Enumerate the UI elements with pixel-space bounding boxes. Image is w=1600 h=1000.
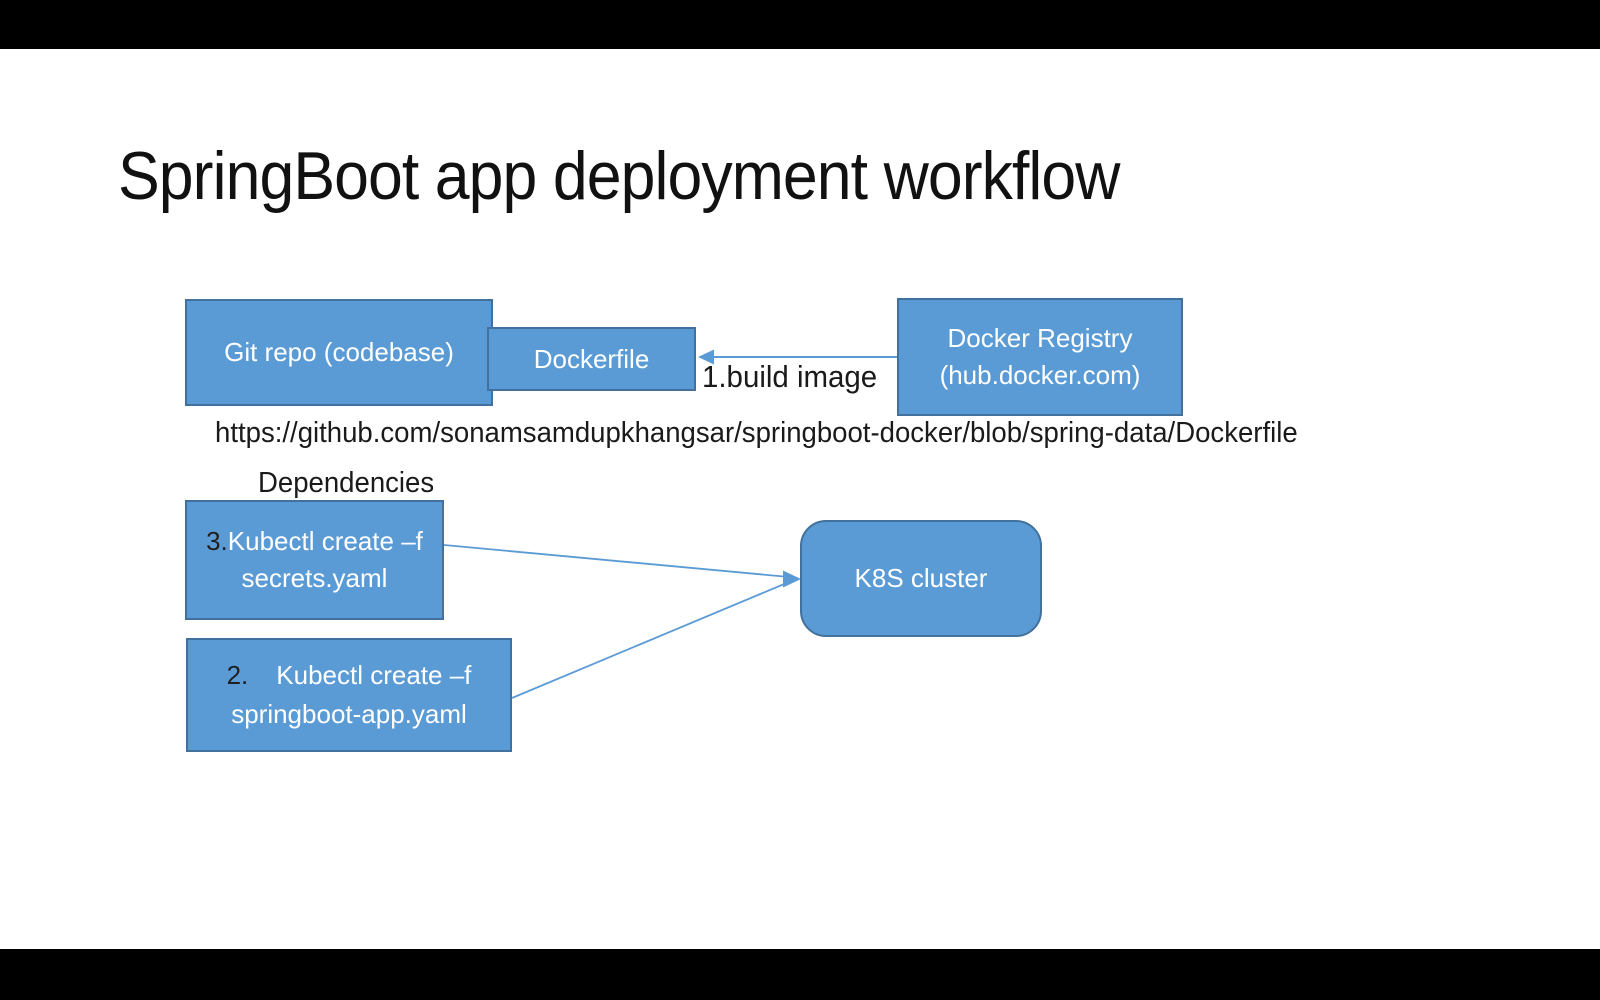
node-k8s-cluster: K8S cluster — [800, 520, 1042, 637]
node-kubectl-create-secrets: 3.Kubectl create –f secrets.yaml — [185, 500, 444, 620]
connector-springboot-app-to-k8s — [511, 581, 790, 699]
node-docker-registry-label-line1: Docker Registry — [947, 323, 1133, 353]
step-number-3: 3. — [206, 526, 228, 556]
arrowhead-to-k8s-icon — [783, 570, 801, 588]
node-secrets-line1: 3.Kubectl create –f — [206, 523, 423, 560]
dockerfile-github-url: https://github.com/sonamsamdupkhangsar/s… — [215, 417, 1298, 449]
node-springboot-app-command: Kubectl create –f — [276, 660, 472, 690]
node-k8s-cluster-label: K8S cluster — [854, 563, 988, 593]
dependencies-label: Dependencies — [258, 467, 435, 499]
node-secrets-command: Kubectl create –f — [227, 526, 423, 556]
presentation-slide: SpringBoot app deployment workflow Git r… — [0, 49, 1600, 949]
node-dockerfile: Dockerfile — [487, 327, 696, 391]
letterbox-top-bar — [0, 0, 1600, 49]
node-springboot-app-line1: 2. Kubectl create –f — [227, 656, 472, 695]
build-image-arrow-label: 1.build image — [702, 359, 878, 394]
slide-title: SpringBoot app deployment workflow — [118, 138, 1120, 214]
node-docker-registry: Docker Registry (hub.docker.com) — [897, 298, 1183, 416]
connector-secrets-to-k8s — [443, 544, 790, 578]
node-secrets-line2: secrets.yaml — [241, 563, 388, 593]
step-number-2: 2. — [226, 660, 249, 690]
node-springboot-app-line2: springboot-app.yaml — [231, 699, 467, 729]
letterbox-bottom-bar — [0, 949, 1600, 1000]
node-docker-registry-label-line2: (hub.docker.com) — [939, 360, 1141, 390]
node-dockerfile-label: Dockerfile — [533, 343, 650, 374]
node-kubectl-create-springboot-app: 2. Kubectl create –f springboot-app.yaml — [186, 638, 512, 752]
node-git-repo: Git repo (codebase) — [185, 299, 493, 406]
node-git-repo-label: Git repo (codebase) — [224, 337, 454, 367]
